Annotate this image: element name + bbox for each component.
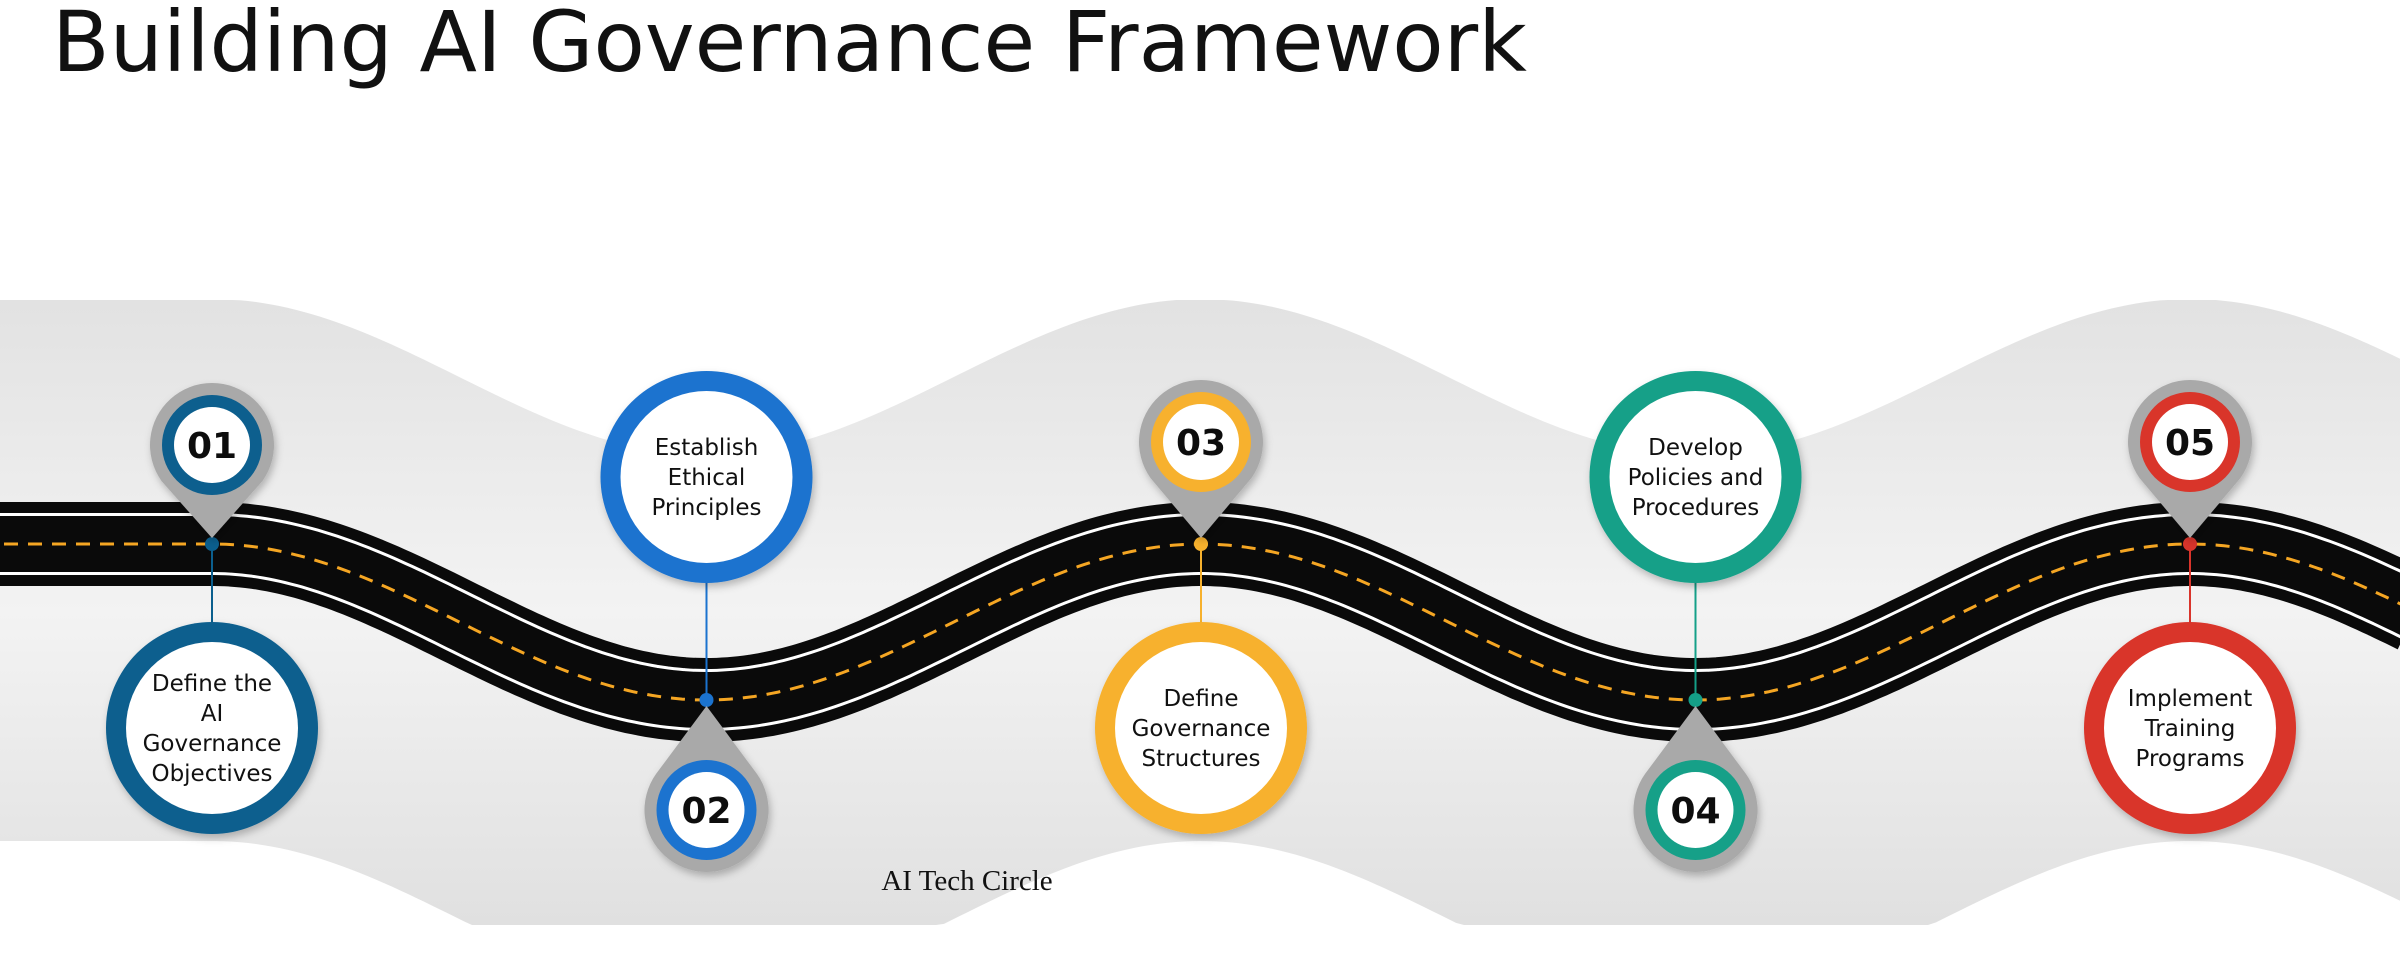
pin-01: 01 bbox=[150, 383, 274, 538]
circle-center-03 bbox=[1115, 642, 1287, 814]
step-label-line: Define the bbox=[152, 671, 272, 697]
step-label-line: Programs bbox=[2135, 746, 2244, 772]
pin-center-02 bbox=[668, 772, 745, 848]
road-marker-05 bbox=[2183, 537, 2197, 551]
pin-center-03 bbox=[1163, 404, 1239, 480]
circle-center-04 bbox=[1609, 391, 1782, 563]
pin-center-04 bbox=[1657, 772, 1734, 848]
step-number-03: 03 bbox=[1176, 423, 1226, 464]
step-label-line: Principles bbox=[651, 495, 761, 521]
circle-center-01 bbox=[126, 642, 298, 814]
pin-03: 03 bbox=[1139, 380, 1263, 538]
circle-center-05 bbox=[2104, 642, 2276, 814]
step-number-05: 05 bbox=[2165, 423, 2215, 464]
step-label-line: Procedures bbox=[1632, 495, 1760, 521]
road-marker-04 bbox=[1688, 693, 1703, 707]
step-label-line: Governance bbox=[1132, 716, 1271, 742]
circle-center-02 bbox=[620, 391, 793, 563]
step-number-01: 01 bbox=[187, 426, 237, 467]
road-marker-01 bbox=[205, 537, 219, 551]
step-label-line: Ethical bbox=[668, 465, 746, 491]
step-label-line: Establish bbox=[655, 435, 759, 461]
step-label-line: Implement bbox=[2128, 686, 2252, 712]
pin-02: 02 bbox=[644, 706, 769, 872]
road-marker-03 bbox=[1194, 537, 1208, 551]
page-title: Building AI Governance Framework bbox=[52, 0, 1527, 91]
step-label-line: Policies and bbox=[1628, 465, 1764, 491]
credit-text: AI Tech Circle bbox=[881, 865, 1052, 897]
step-label-line: AI bbox=[201, 701, 224, 727]
step-number-04: 04 bbox=[1670, 791, 1720, 832]
step-label-line: Governance bbox=[143, 731, 282, 757]
step-label-line: Define bbox=[1163, 686, 1238, 712]
step-label-line: Structures bbox=[1142, 746, 1261, 772]
pin-center-01 bbox=[174, 407, 250, 483]
pin-05: 05 bbox=[2127, 379, 2252, 538]
step-label-line: Objectives bbox=[151, 761, 272, 787]
step-label-line: Training bbox=[2144, 716, 2236, 742]
road-marker-02 bbox=[699, 693, 714, 707]
pin-center-05 bbox=[2152, 404, 2228, 480]
step-label-line: Develop bbox=[1648, 435, 1743, 461]
step-number-02: 02 bbox=[681, 791, 731, 832]
pin-04: 04 bbox=[1633, 706, 1758, 872]
